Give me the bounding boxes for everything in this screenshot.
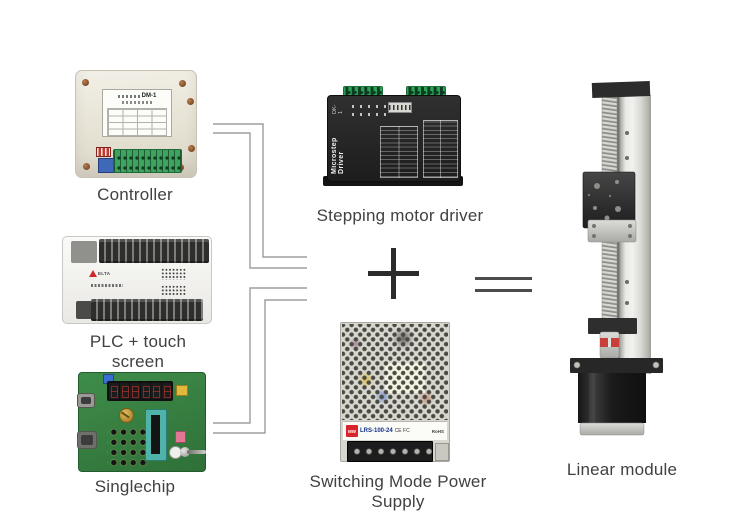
mcu-chip <box>151 415 160 454</box>
audio-jack-icon <box>175 431 186 443</box>
dip-switch-icon <box>388 102 412 113</box>
faceplate-text-bar <box>117 94 140 98</box>
driver-side-text: Microstep Driver DK-1 <box>331 102 345 174</box>
segment-digit <box>151 383 161 399</box>
shaft-coupling <box>599 331 620 359</box>
psu-terminal-block <box>347 441 433 462</box>
linear-module-image <box>570 80 663 436</box>
screw-icon <box>187 98 194 105</box>
psu-honeycomb-vents <box>342 324 448 420</box>
motor-mount-plate <box>570 358 663 373</box>
segment-digit <box>161 383 171 399</box>
screw-icon <box>188 145 195 152</box>
controller-image: DM-1 <box>75 70 197 178</box>
toggle-switch-base <box>180 447 190 457</box>
driver-model-text: DK-1 <box>332 104 344 114</box>
driver-name-text: Microstep Driver <box>331 137 345 174</box>
connector-singlechip <box>213 287 307 424</box>
seven-segment-display <box>107 381 173 401</box>
segment-digit <box>119 383 129 399</box>
zif-socket <box>145 409 167 461</box>
linear-module-caption: Linear module <box>566 460 678 479</box>
green-terminal-block <box>113 149 182 173</box>
psu-cert-marks: CE FC <box>394 428 410 434</box>
controller-wiring-table <box>107 108 167 136</box>
equals-icon <box>475 277 532 292</box>
delta-triangle-icon <box>89 270 97 277</box>
driver-pin-row <box>352 113 392 116</box>
plc-image: ELTA <box>62 236 212 324</box>
plc-io-indicator-grid <box>161 268 187 280</box>
rail-hole <box>625 301 629 305</box>
segment-digit <box>109 383 119 399</box>
connector-singlechip-inner <box>213 299 307 434</box>
controller-model-text: DM-1 <box>141 93 157 99</box>
potentiometer-knob <box>119 408 134 423</box>
toggle-switch-lever <box>187 450 206 454</box>
connector-controller <box>213 123 307 258</box>
blue-terminal-icon <box>98 158 114 173</box>
driver-settings-table <box>380 126 418 178</box>
plc-caption: PLC + touch screen <box>89 332 187 371</box>
carriage-block <box>582 171 636 229</box>
keypad-grid <box>107 425 146 466</box>
driver-caption: Stepping motor driver <box>316 206 484 225</box>
stepper-motor <box>578 373 646 436</box>
mw-logo: MW <box>346 425 358 437</box>
rail-hole <box>625 131 629 135</box>
driver-image: Microstep Driver DK-1 <box>323 86 463 190</box>
delta-logo-text: ELTA <box>98 271 111 276</box>
rail-hole <box>625 280 629 284</box>
controller-terminal-strip <box>96 147 182 173</box>
faceplate-text-bar <box>122 101 152 104</box>
equals-top-bar <box>475 277 532 280</box>
dip-switch-icon <box>96 147 111 157</box>
driver-settings-table <box>423 120 458 178</box>
carriage-flange <box>587 219 637 243</box>
psu-caption: Switching Mode Power Supply <box>309 472 487 511</box>
power-supply-image: MW LRS-100-24 CE FC RoHS <box>340 322 450 462</box>
psu-case: MW LRS-100-24 CE FC RoHS <box>340 322 450 462</box>
screw-icon <box>83 163 90 170</box>
plc-terminal-row-top <box>99 239 209 263</box>
plc-io-indicator-grid <box>161 285 187 295</box>
delta-logo: ELTA <box>89 270 110 277</box>
db9-connector <box>77 393 95 408</box>
plc-din-foot <box>76 301 92 319</box>
motor-end-cap <box>579 422 645 436</box>
top-end-plate <box>591 80 651 99</box>
relay-block-icon <box>176 385 188 396</box>
plc-port-cover <box>71 241 97 263</box>
psu-model-text: LRS-100-24 <box>360 428 393 434</box>
plc-terminal-row-bottom <box>91 299 203 321</box>
controller-title-row: DM-1 <box>103 93 171 99</box>
controller-caption: Controller <box>97 185 173 204</box>
db9-connector <box>77 431 97 449</box>
singlechip-pcb <box>77 372 206 472</box>
screw-icon <box>179 80 186 87</box>
controller-faceplate-label: DM-1 <box>102 89 172 137</box>
connector-controller-inner <box>213 132 307 269</box>
rail-hole <box>625 156 629 160</box>
psu-end-cap <box>435 443 449 461</box>
equals-bottom-bar <box>475 289 532 292</box>
plc-model-text-bar <box>91 284 123 287</box>
screw-icon <box>82 79 89 86</box>
plus-horizontal-bar <box>368 271 419 276</box>
singlechip-image <box>77 372 206 472</box>
psu-rohs-mark: RoHS <box>431 428 444 434</box>
segment-digit <box>140 383 150 399</box>
driver-led-row <box>352 105 402 108</box>
plus-icon <box>368 248 419 299</box>
controller-enclosure: DM-1 <box>75 70 197 178</box>
end-bracket <box>588 318 637 334</box>
singlechip-caption: Singlechip <box>94 477 176 496</box>
plc-enclosure: ELTA <box>62 236 212 324</box>
segment-digit <box>130 383 140 399</box>
driver-enclosure: Microstep Driver DK-1 <box>327 95 461 182</box>
psu-spec-label: MW LRS-100-24 CE FC RoHS <box>343 421 447 440</box>
